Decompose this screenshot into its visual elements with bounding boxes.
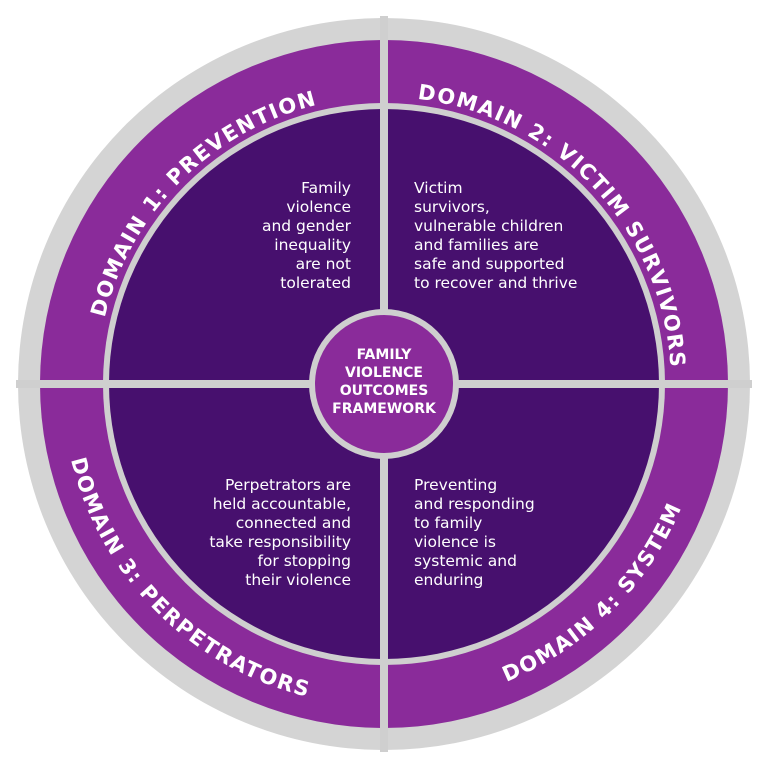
outcome-line: Preventing: [414, 476, 497, 494]
outcome-line: are not: [296, 255, 351, 273]
outcome-line: violence is: [414, 533, 496, 551]
domain-1-outcome: Family violence and gender inequality ar…: [262, 179, 352, 292]
outcome-line: and families are: [414, 236, 539, 254]
outcome-line: inequality: [274, 236, 351, 254]
outcome-line: held accountable,: [213, 495, 351, 513]
domain-2-outcome: Victim survivors, vulnerable children an…: [414, 179, 577, 292]
outcome-line: Family: [301, 179, 351, 197]
outcome-line: vulnerable children: [414, 217, 563, 235]
outcome-line: Perpetrators are: [225, 476, 351, 494]
outcome-line: systemic and: [414, 552, 517, 570]
center-title-line: FRAMEWORK: [332, 401, 437, 417]
domain-3-outcome: Perpetrators are held accountable, conne…: [209, 476, 351, 589]
center-title-line: VIOLENCE: [345, 365, 423, 381]
center-title-line: OUTCOMES: [340, 383, 429, 399]
center-circle: [315, 315, 453, 453]
outcome-line: to family: [414, 514, 482, 532]
outcome-line: enduring: [414, 571, 483, 589]
outcome-line: their violence: [245, 571, 351, 589]
outcome-line: take responsibility: [209, 533, 351, 551]
outcome-line: and responding: [414, 495, 535, 513]
outcome-line: to recover and thrive: [414, 274, 577, 292]
center-title-line: FAMILY: [357, 347, 413, 363]
outcome-line: for stopping: [257, 552, 351, 570]
center-title: FAMILY VIOLENCE OUTCOMES FRAMEWORK: [332, 347, 437, 417]
outcome-line: safe and supported: [414, 255, 564, 273]
domain-4-outcome: Preventing and responding to family viol…: [414, 476, 535, 589]
outcome-line: and gender: [262, 217, 352, 235]
outcome-line: connected and: [236, 514, 351, 532]
outcome-line: Victim: [414, 179, 463, 197]
outcome-line: tolerated: [280, 274, 351, 292]
outcome-line: survivors,: [414, 198, 490, 216]
outcome-line: violence: [286, 198, 351, 216]
